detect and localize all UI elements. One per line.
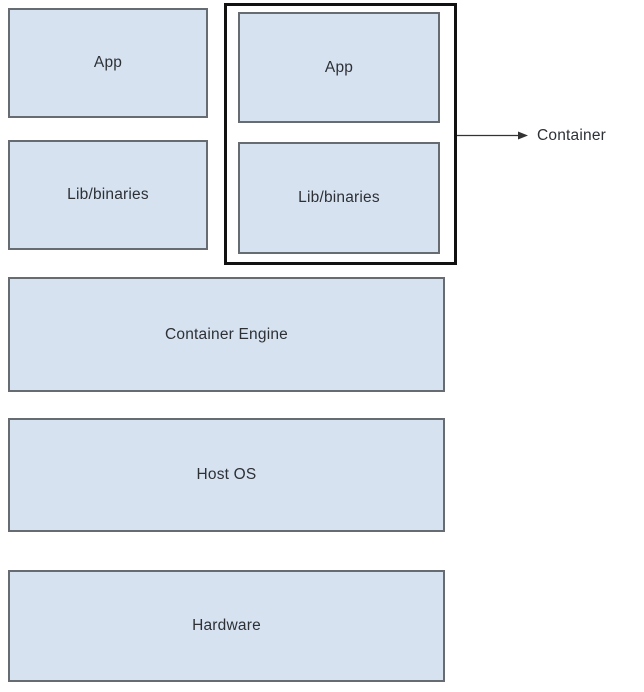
box-host-os-label: Host OS — [196, 466, 257, 483]
box-hardware: Hardware — [8, 570, 445, 682]
box-lib-binaries-left-label: Lib/binaries — [67, 186, 149, 203]
box-container-engine-label: Container Engine — [165, 325, 288, 343]
container-arrow-icon — [457, 131, 528, 140]
box-app-left: App — [8, 8, 208, 118]
box-hardware-label: Hardware — [192, 617, 261, 634]
box-host-os: Host OS — [8, 418, 445, 532]
container-annotation-label: Container — [537, 127, 607, 144]
box-lib-binaries-container: Lib/binaries — [238, 142, 440, 254]
box-app-left-label: App — [93, 54, 123, 71]
box-container-engine: Container Engine — [8, 277, 445, 392]
box-lib-binaries-container-label: Lib/binaries — [298, 189, 380, 206]
box-app-container-label: App — [324, 58, 354, 76]
box-lib-binaries-left: Lib/binaries — [8, 140, 208, 250]
container-group-outline — [224, 3, 457, 265]
box-app-container: App — [238, 12, 440, 123]
